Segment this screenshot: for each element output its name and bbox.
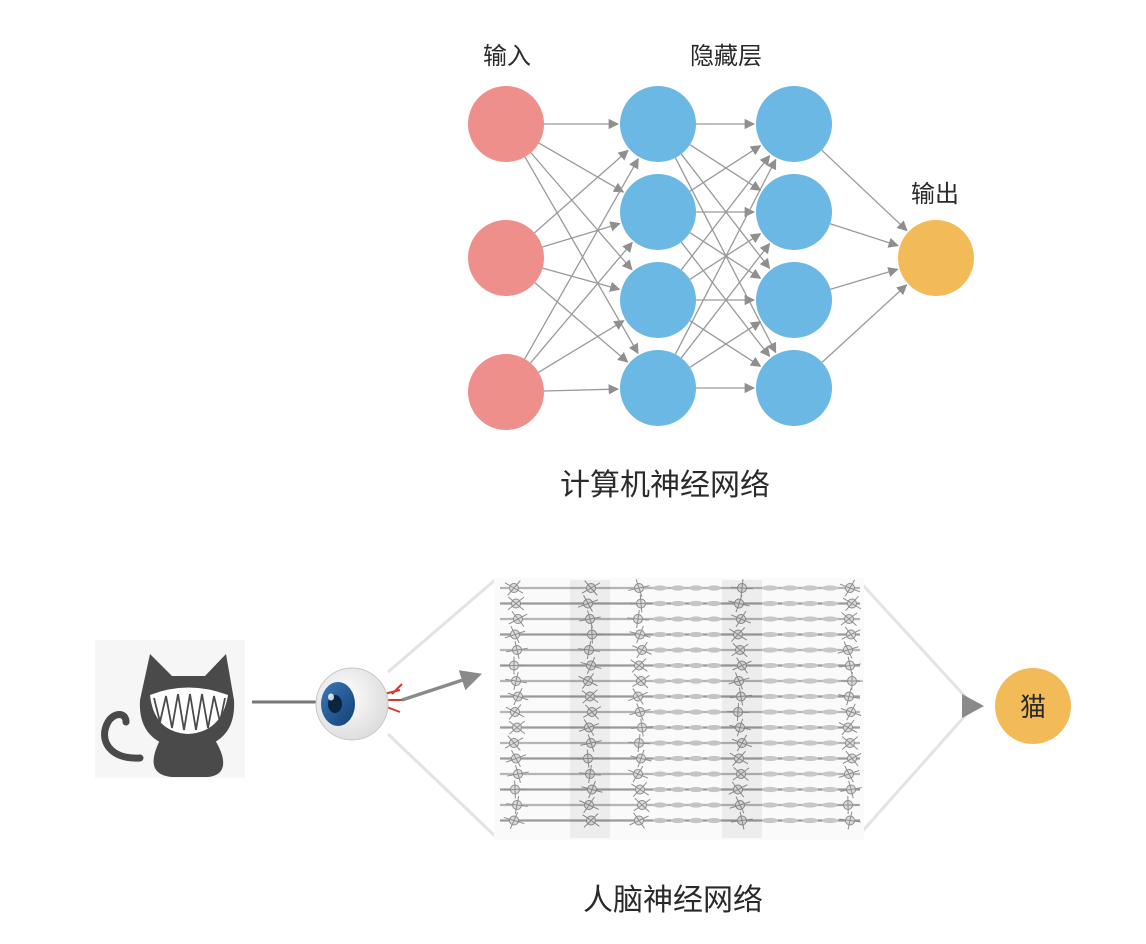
network-edge	[689, 320, 762, 367]
output-node	[898, 220, 974, 296]
network-edge	[689, 145, 762, 192]
hidden1-node	[620, 86, 696, 162]
input-node	[468, 86, 544, 162]
eye-to-brain-arrow	[401, 670, 482, 702]
hidden2-node	[756, 86, 832, 162]
brain-network-caption: 人脑神经网络	[583, 883, 763, 918]
hidden1-node	[620, 262, 696, 338]
hidden2-node	[756, 262, 832, 338]
eye-icon	[315, 667, 404, 741]
network-edge	[689, 232, 762, 279]
cat-icon	[95, 640, 245, 778]
network-edge	[542, 267, 621, 292]
hidden2-node	[756, 174, 832, 250]
hidden-layer-label: 隐藏层	[690, 42, 762, 70]
brain-output-label: 猫	[1020, 693, 1046, 723]
brain-funnel-outline	[386, 578, 974, 838]
network-edge	[538, 142, 625, 193]
network-edge	[530, 152, 633, 271]
network-edge	[829, 223, 899, 248]
output-layer-label: 输出	[911, 180, 959, 208]
network-edge	[680, 154, 771, 271]
network-edge	[543, 384, 620, 395]
computer-network-caption: 计算机神经网络	[560, 468, 770, 503]
network-edge	[680, 242, 771, 359]
network-edge	[674, 158, 777, 355]
network-edge	[534, 282, 629, 363]
network-edge	[542, 221, 621, 248]
input-node	[468, 354, 544, 430]
neuron-mesh-icon	[494, 578, 864, 840]
network-edge	[530, 241, 633, 364]
network-edge	[821, 149, 908, 232]
network-edge	[821, 284, 908, 363]
hidden1-node	[620, 350, 696, 426]
network-nodes	[468, 86, 974, 430]
network-edges	[524, 118, 908, 395]
input-layer-label: 输入	[483, 42, 531, 70]
network-edge	[680, 241, 771, 358]
network-edge	[534, 149, 629, 234]
network-edge	[524, 157, 639, 360]
hidden2-node	[756, 350, 832, 426]
network-edge	[538, 320, 625, 373]
input-node	[468, 220, 544, 296]
network-edge	[680, 153, 771, 270]
brain-output-node	[995, 668, 1071, 744]
hidden1-node	[620, 174, 696, 250]
network-edge	[689, 321, 762, 368]
network-edge	[830, 267, 899, 290]
network-edge	[689, 144, 762, 191]
brain-to-output-arrow	[962, 694, 984, 718]
